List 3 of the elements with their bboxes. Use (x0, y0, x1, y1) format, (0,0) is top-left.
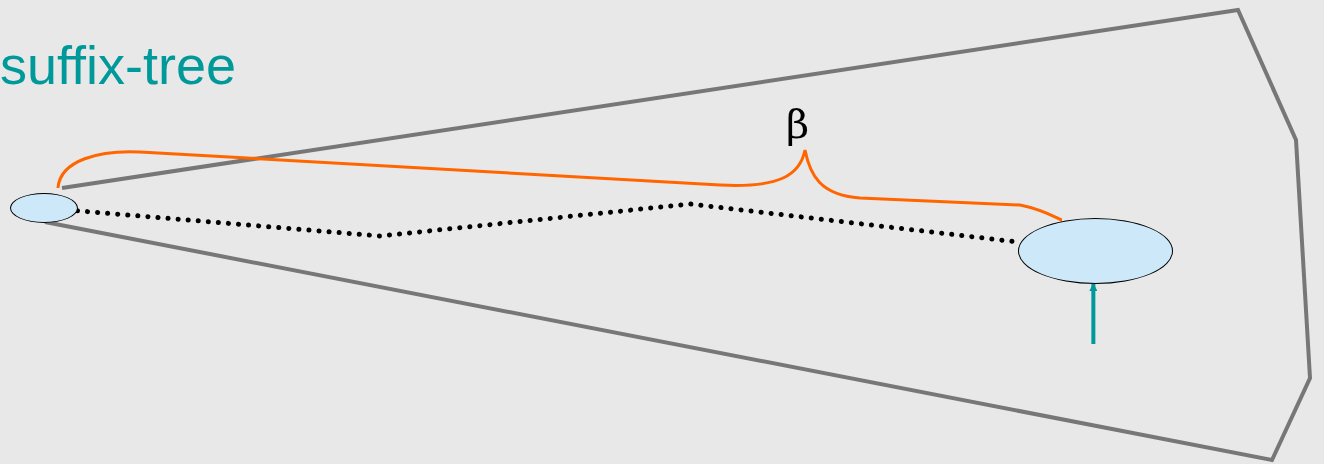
title: suffix-tree (0, 38, 237, 92)
brace-label: β (786, 104, 810, 144)
arrow (1089, 283, 1098, 344)
